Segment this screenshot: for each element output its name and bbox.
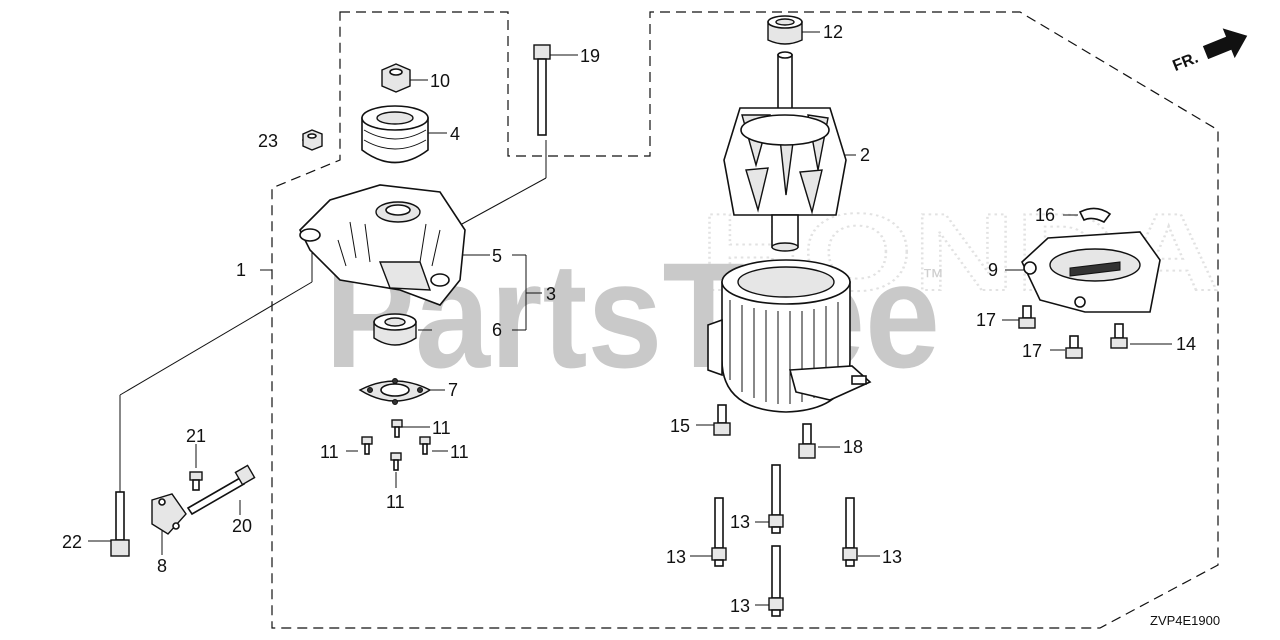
callout-13-c[interactable]: 13 [882, 547, 902, 567]
part-9-rear-cover[interactable] [1021, 231, 1161, 313]
part-23-nut[interactable] [302, 129, 323, 151]
part-19-bolt[interactable] [533, 44, 551, 136]
callout-13-a[interactable]: 13 [730, 512, 750, 532]
callout-17-a[interactable]: 17 [976, 310, 996, 330]
callout-7[interactable]: 7 [448, 380, 458, 400]
callout-16[interactable]: 16 [1035, 205, 1055, 225]
callout-22[interactable]: 22 [62, 532, 82, 552]
watermark-trademark: ™ [922, 264, 944, 289]
callout-17-b[interactable]: 17 [1022, 341, 1042, 361]
part-17-bolt-a[interactable] [1018, 305, 1036, 329]
part-22-bolt[interactable] [110, 491, 130, 557]
part-18-bolt[interactable] [798, 423, 816, 459]
callout-4[interactable]: 4 [450, 124, 460, 144]
direction-indicator: FR. [1170, 28, 1248, 75]
part-11-screw-b[interactable] [361, 436, 373, 455]
part-11-screw-a[interactable] [391, 419, 403, 438]
part-20-bolt[interactable] [186, 464, 256, 516]
callout-5[interactable]: 5 [492, 246, 502, 266]
part-21-bolt[interactable] [189, 471, 203, 491]
part-13-through-bolt-d[interactable] [768, 545, 784, 617]
part-13-through-bolt-b[interactable] [711, 497, 727, 567]
callout-20[interactable]: 20 [232, 516, 252, 536]
part-15-bolt[interactable] [713, 404, 731, 436]
part-6-bearing[interactable] [373, 313, 417, 346]
callout-14[interactable]: 14 [1176, 334, 1196, 354]
callout-labels: 1 2 3 4 5 6 7 8 9 10 11 11 11 11 12 13 1… [62, 22, 1196, 616]
part-11-screw-c[interactable] [419, 436, 431, 455]
part-17-bolt-b[interactable] [1065, 335, 1083, 359]
part-13-through-bolt-a[interactable] [768, 464, 784, 534]
callout-8[interactable]: 8 [157, 556, 167, 576]
callout-11-top[interactable]: 11 [432, 418, 451, 438]
direction-label: FR. [1170, 50, 1200, 75]
assembly-boundary [271, 11, 1219, 629]
callout-6[interactable]: 6 [492, 320, 502, 340]
part-14-bolt[interactable] [1110, 323, 1128, 349]
arrow-icon [1202, 28, 1248, 60]
part-1-front-housing[interactable] [299, 184, 466, 306]
callout-12[interactable]: 12 [823, 22, 843, 42]
callout-13-d[interactable]: 13 [730, 596, 750, 616]
part-2-rotor[interactable] [723, 51, 847, 252]
part-12-spacer[interactable] [767, 15, 803, 45]
callout-11-right[interactable]: 11 [450, 442, 469, 462]
callout-1[interactable]: 1 [236, 260, 246, 280]
callout-11-bottom[interactable]: 11 [386, 492, 405, 512]
callout-2[interactable]: 2 [860, 145, 870, 165]
part-7-retainer-plate[interactable] [358, 378, 432, 405]
callout-23[interactable]: 23 [258, 131, 278, 151]
diagram-code: ZVP4E1900 [1150, 613, 1220, 628]
callout-15[interactable]: 15 [670, 416, 690, 436]
callout-18[interactable]: 18 [843, 437, 863, 457]
part-10-nut[interactable] [381, 63, 411, 93]
callout-3[interactable]: 3 [546, 284, 556, 304]
part-13-through-bolt-c[interactable] [842, 497, 858, 567]
part-4-pulley[interactable] [361, 105, 429, 164]
part-11-screw-d[interactable] [390, 452, 402, 471]
callout-21[interactable]: 21 [186, 426, 206, 446]
callout-19[interactable]: 19 [580, 46, 600, 66]
part-stator[interactable] [707, 259, 872, 413]
callout-11-left[interactable]: 11 [320, 442, 339, 462]
part-8-bracket[interactable] [151, 493, 187, 535]
callout-9[interactable]: 9 [988, 260, 998, 280]
callout-10[interactable]: 10 [430, 71, 450, 91]
callout-13-b[interactable]: 13 [666, 547, 686, 567]
part-16-clip[interactable] [1078, 207, 1112, 224]
